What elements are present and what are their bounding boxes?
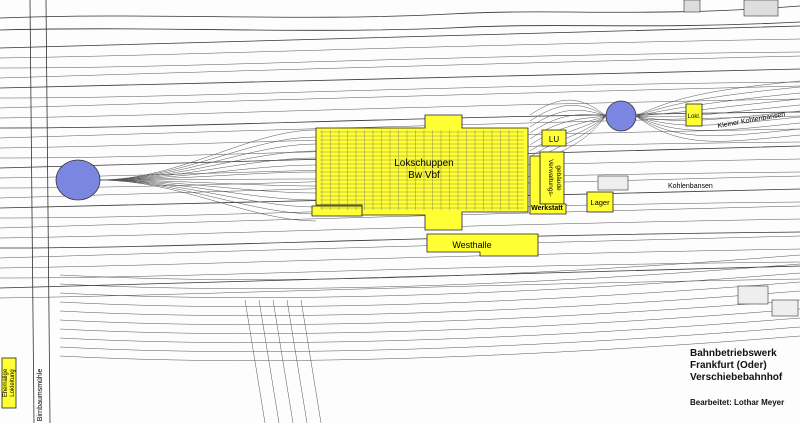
fan-track: [97, 179, 317, 208]
lower-track: [59, 281, 800, 307]
lower-track: [59, 254, 800, 280]
turntable-fan-left: [97, 129, 317, 222]
fan-track: [635, 104, 800, 118]
werkstatt-building: Werkstatt: [529, 155, 567, 215]
lower-track: [59, 308, 800, 334]
lower-diagonal: [258, 299, 280, 423]
fan-track: [97, 150, 317, 181]
turntable-right: [605, 100, 637, 132]
fan-track: [635, 80, 800, 117]
track-line: [0, 81, 800, 99]
road-top: [0, 5, 800, 19]
fan-track: [635, 115, 800, 142]
verwaltung-label-line1: Verwaltungs-: [547, 159, 554, 197]
road-left-b: [45, 0, 51, 423]
fan-track: [529, 115, 607, 140]
fan-track: [97, 157, 317, 181]
track-line: [0, 231, 800, 249]
block-right-a: [737, 285, 769, 305]
fan-track: [97, 179, 317, 201]
fan-track: [529, 114, 607, 134]
ehem-label-line1: Ehemalige: [3, 368, 9, 397]
lu-label: LU: [549, 135, 559, 144]
fan-track: [97, 179, 317, 215]
fan-track: [635, 115, 800, 131]
block-near-lager: [597, 175, 629, 191]
lower-track: [59, 326, 800, 352]
ehemalige-lokleitung-building: Ehemalige Lokleitung: [1, 357, 17, 409]
turntable-left: [55, 159, 101, 201]
road-left-a: [29, 0, 35, 423]
fan-track: [97, 178, 317, 181]
fan-track: [97, 179, 317, 222]
fan-track: [635, 115, 800, 126]
fan-track: [529, 99, 607, 117]
lower-track: [59, 317, 800, 343]
lokschuppen-label-line1: Lokschuppen: [394, 158, 454, 169]
lower-diagonal: [244, 299, 266, 423]
lower-track: [59, 290, 800, 316]
lower-track: [59, 335, 800, 361]
lower-diagonal: [286, 299, 308, 423]
fan-track: [97, 179, 317, 187]
werkstatt-label: Werkstatt: [531, 205, 563, 212]
legend-title-line1: Bahnbetriebswerk: [690, 348, 777, 359]
lokschuppen-label-line2: Bw Vbf: [408, 170, 440, 181]
block-right-b: [771, 299, 799, 317]
label-birnbaumsmuehle: Birnbaumsmühle: [37, 369, 44, 422]
block-top-right-b: [743, 0, 779, 17]
legend-title-line2: Frankfurt (Oder): [690, 360, 767, 371]
legend-title-line3: Verschiebebahnhof: [690, 372, 783, 383]
lokleitung-building: Lokl.: [685, 103, 703, 127]
turntable-fan-right: [529, 80, 800, 170]
map-legend: Bahnbetriebswerk Frankfurt (Oder) Versch…: [690, 348, 798, 407]
track-line: [0, 261, 800, 279]
fan-track: [97, 129, 317, 181]
track-line: [0, 51, 800, 69]
fan-track: [635, 86, 800, 117]
fan-track: [529, 115, 607, 158]
fan-track: [97, 179, 317, 194]
label-kohlenbansen: Kohlenbansen: [668, 183, 713, 190]
fan-track: [635, 110, 800, 121]
fan-track: [635, 98, 800, 117]
fan-track: [635, 92, 800, 117]
lower-diagonal: [272, 299, 294, 423]
verwaltung-label-line2: gebäude: [555, 165, 562, 191]
lokschuppen-building: Lokschuppen Bw Vbf: [311, 114, 529, 231]
fan-track: [529, 105, 607, 122]
westhalle-building: Westhalle: [426, 233, 539, 257]
westhalle-label: Westhalle: [452, 240, 491, 250]
lower-diagonal: [300, 299, 322, 423]
lower-track: [59, 263, 800, 289]
fan-track: [529, 109, 607, 128]
verwaltungsgebaeude-building: Verwaltungs- gebäude: [539, 151, 565, 205]
lokl-label: Lokl.: [688, 114, 701, 120]
lager-building: Lager: [586, 191, 614, 213]
lu-building: LU: [541, 129, 567, 147]
shed-hatch: [320, 130, 524, 210]
lager-label: Lager: [590, 198, 610, 207]
fan-track: [529, 115, 607, 152]
fan-track: [97, 136, 317, 181]
fan-track: [635, 115, 800, 136]
fan-track: [97, 143, 317, 181]
lower-track: [59, 299, 800, 325]
lower-tracks: [59, 254, 800, 423]
lower-track: [59, 272, 800, 298]
road-top-edge: [0, 21, 800, 31]
ehem-label-line2: Lokleitung: [10, 369, 16, 396]
legend-editor: Bearbeitet: Lothar Meyer: [690, 398, 785, 407]
fan-track: [529, 115, 607, 146]
block-top-right-a: [683, 0, 701, 13]
